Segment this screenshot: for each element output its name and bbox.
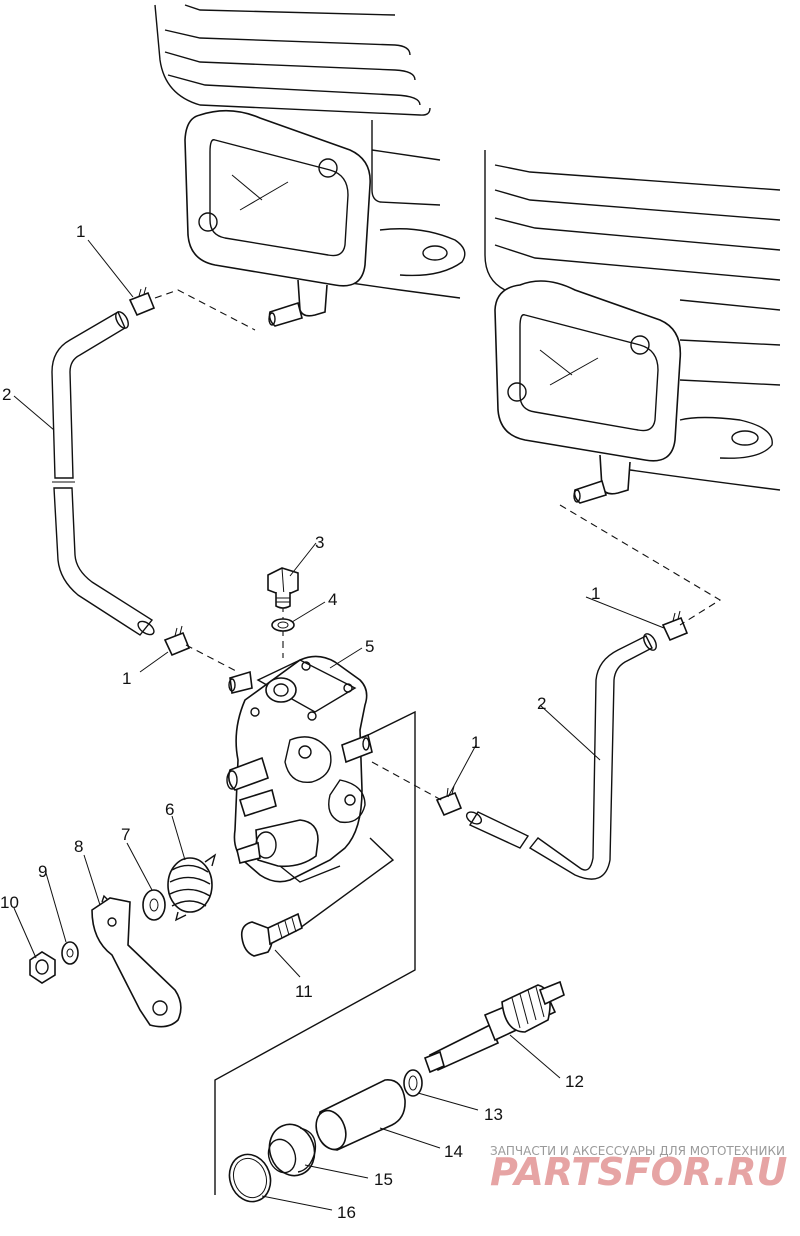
callout-9: 9 (38, 862, 47, 881)
callout-13: 13 (484, 1105, 503, 1124)
washer-7 (142, 889, 166, 921)
oil-pump-5 (226, 655, 373, 883)
sleeve-14 (315, 1079, 406, 1151)
washer-4 (271, 618, 295, 632)
callout-16: 16 (337, 1203, 356, 1222)
callout-15: 15 (374, 1170, 393, 1189)
bolt-3 (267, 567, 299, 609)
nut-10 (29, 951, 56, 984)
left-exhaust-flange (184, 109, 371, 327)
right-cylinder-fins (484, 150, 781, 491)
screw-11 (240, 912, 303, 957)
watermark: ЗАПЧАСТИ И АКСЕССУАРЫ ДЛЯ МОТОТЕХНИКИ PA… (490, 1144, 788, 1194)
callout-7: 7 (121, 825, 130, 844)
washer-9 (61, 941, 79, 965)
callout-5: 5 (365, 637, 374, 656)
left-hose (51, 310, 155, 636)
callout-3: 3 (315, 533, 324, 552)
callout-1-top-left: 1 (76, 222, 85, 241)
callout-2-left: 2 (2, 385, 11, 404)
spring-6 (167, 853, 217, 922)
leader-lines (13, 239, 665, 1211)
drive-shaft-12 (423, 980, 565, 1074)
callout-6: 6 (165, 800, 174, 819)
shaft-assembly-frame (214, 710, 416, 1195)
callout-8: 8 (74, 837, 83, 856)
callout-1-right-lower: 1 (471, 733, 480, 752)
spring-15 (267, 1123, 317, 1177)
callout-labels: 1 2 3 4 5 1 1 2 1 6 7 8 9 10 11 12 13 14… (0, 222, 600, 1222)
callout-12: 12 (565, 1072, 584, 1091)
lever-8 (91, 894, 182, 1028)
watermark-tagline: ЗАПЧАСТИ И АКСЕССУАРЫ ДЛЯ МОТОТЕХНИКИ (490, 1144, 785, 1158)
right-hoses (465, 633, 657, 880)
callout-11: 11 (295, 982, 313, 1001)
callout-4: 4 (328, 590, 337, 609)
callout-14: 14 (444, 1142, 463, 1161)
ring-13 (403, 1069, 423, 1097)
callout-2-right: 2 (537, 694, 546, 713)
callout-1-middle-left: 1 (122, 669, 131, 688)
o-ring-16 (228, 1153, 272, 1203)
callout-1-right-upper: 1 (591, 584, 600, 603)
left-cylinder-fins (154, 4, 466, 299)
watermark-logo: PARTSFOR.RU (490, 1150, 788, 1194)
callout-10: 10 (0, 893, 19, 912)
clamp-parts (128, 286, 689, 817)
right-exhaust-flange (494, 280, 682, 504)
